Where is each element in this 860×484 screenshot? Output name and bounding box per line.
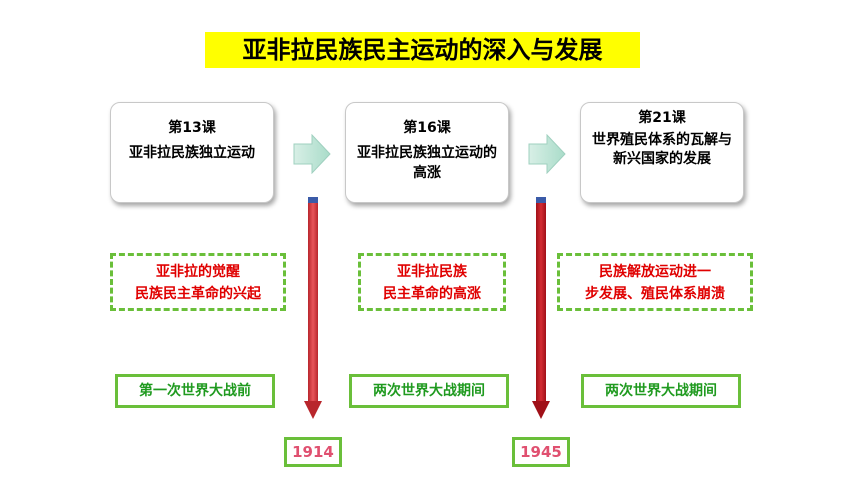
stage-line: 民族解放运动进一	[599, 264, 711, 280]
right-arrow-icon	[528, 134, 566, 174]
stage-line: 民族民主革命的兴起	[135, 286, 261, 302]
lesson-number: 第13课	[168, 120, 216, 136]
year-label-1945: 1945	[512, 437, 570, 467]
stage-line: 民主革命的高涨	[383, 286, 481, 302]
lesson-box-13: 第13课 亚非拉民族独立运动	[110, 102, 274, 203]
lesson-title: 亚非拉民族独立运动	[129, 145, 255, 161]
lesson-title: 世界殖民体系的瓦解与新兴国家的发展	[592, 132, 732, 167]
stage-box-3: 民族解放运动进一 步发展、殖民体系崩溃	[557, 253, 753, 311]
period-box-1: 第一次世界大战前	[115, 374, 275, 408]
right-arrow-icon	[293, 134, 331, 174]
timeline-down-arrow-icon	[304, 197, 322, 419]
stage-box-1: 亚非拉的觉醒 民族民主革命的兴起	[110, 253, 286, 311]
stage-line: 亚非拉民族	[397, 264, 467, 280]
year-label-1914: 1914	[284, 437, 342, 467]
lesson-number: 第21课	[638, 110, 686, 126]
stage-line: 步发展、殖民体系崩溃	[585, 286, 725, 302]
stage-box-2: 亚非拉民族 民主革命的高涨	[358, 253, 506, 311]
timeline-down-arrow-icon	[532, 197, 550, 419]
period-box-2: 两次世界大战期间	[349, 374, 509, 408]
period-box-3: 两次世界大战期间	[581, 374, 741, 408]
lesson-box-16: 第16课 亚非拉民族独立运动的高涨	[345, 102, 509, 203]
page-title: 亚非拉民族民主运动的深入与发展	[205, 32, 640, 68]
lesson-number: 第16课	[403, 120, 451, 136]
lesson-box-21: 第21课 世界殖民体系的瓦解与新兴国家的发展	[580, 102, 744, 203]
stage-line: 亚非拉的觉醒	[156, 264, 240, 280]
lesson-title: 亚非拉民族独立运动的高涨	[357, 145, 497, 181]
